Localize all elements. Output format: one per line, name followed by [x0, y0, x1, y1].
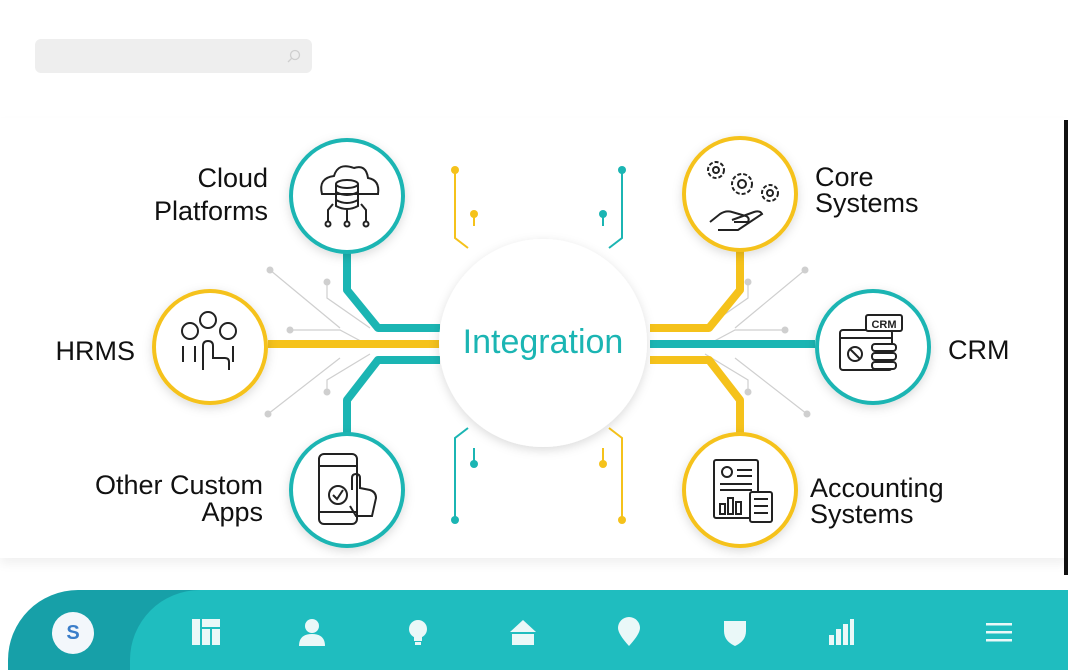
node-accounting-label-line1: Accounting [810, 473, 944, 503]
gray-connector-dots [264, 266, 811, 418]
search-bar[interactable] [35, 39, 312, 73]
bar-chart-icon[interactable] [826, 617, 856, 647]
node-crm-label: CRM [948, 335, 1010, 365]
small-wire-dots [451, 166, 626, 524]
user-icon[interactable] [297, 617, 327, 647]
crm-screen-icon [839, 314, 903, 371]
dashboard-icon[interactable] [191, 617, 221, 647]
main-connectors [268, 236, 815, 440]
node-accounting-label-line2: Systems [810, 499, 914, 529]
node-hrms: HRMS [56, 289, 268, 405]
integration-center-label: Integration [463, 323, 624, 361]
page-edge-bar [1064, 120, 1068, 575]
node-cloud-label-line2: Platforms [154, 196, 268, 226]
bottom-navigation: S [0, 590, 1068, 670]
node-custom-label-line1: Other Custom [95, 470, 263, 500]
nav-front-panel [130, 590, 1068, 670]
node-hrms-label: HRMS [56, 336, 136, 366]
app-touch-icon [318, 453, 378, 525]
node-core-label-line2: Systems [815, 188, 919, 218]
integration-infographic: Integration Cloud Platforms [0, 118, 1068, 558]
infographic-svg: Integration Cloud Platforms [56, 136, 1010, 548]
crm-icon-text: CRM [871, 319, 896, 331]
integration-center-circle [439, 239, 647, 447]
node-cloud-platforms: Cloud Platforms [154, 138, 405, 254]
small-wires [454, 170, 623, 520]
node-core-systems: Core Systems [682, 136, 919, 252]
cloud-database-icon [320, 165, 380, 228]
search-input[interactable] [35, 39, 312, 73]
menu-icon[interactable] [984, 617, 1014, 647]
node-accounting-systems: Accounting Systems [682, 432, 944, 548]
shield-icon[interactable] [720, 617, 750, 647]
node-custom-label-line2: Apps [201, 497, 263, 527]
node-core-label-line1: Core [815, 162, 874, 192]
hand-people-icon [181, 311, 237, 370]
search-icon[interactable] [286, 48, 302, 64]
accounting-report-icon [713, 459, 773, 523]
avatar[interactable]: S [52, 612, 94, 654]
node-cloud-label-line1: Cloud [197, 163, 268, 193]
location-pin-icon[interactable] [614, 617, 644, 647]
node-crm: CRM CRM [815, 289, 1010, 405]
lightbulb-icon[interactable] [403, 617, 433, 647]
gray-connector-lines [267, 269, 808, 415]
node-other-custom-apps: Other Custom Apps [95, 432, 405, 548]
home-icon[interactable] [508, 617, 538, 647]
gears-hand-icon [707, 161, 779, 231]
